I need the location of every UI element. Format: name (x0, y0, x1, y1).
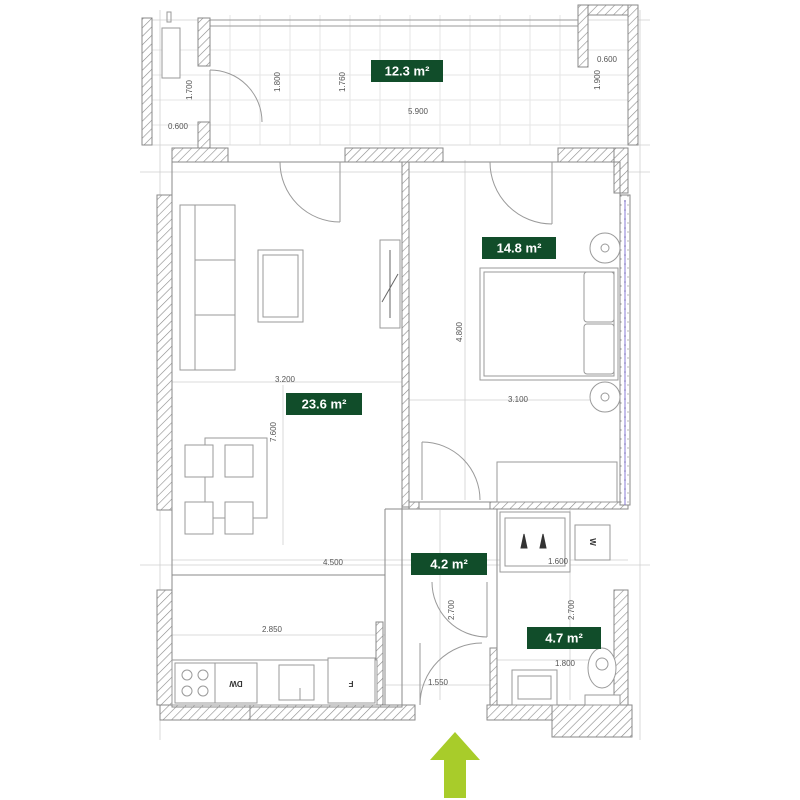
doors (209, 69, 553, 706)
dimension-label: 1.550 (428, 678, 449, 687)
room-outlines (171, 161, 621, 708)
dimension-label: 1.760 (338, 71, 347, 92)
dimension-label: 4.800 (455, 321, 464, 342)
wardrobe (496, 461, 618, 503)
dimension-label: 1.600 (548, 557, 569, 566)
dimension-label: 1.800 (273, 71, 282, 92)
entrance-arrow-icon (430, 732, 480, 798)
cooktop (174, 662, 216, 704)
room-label-bg (482, 237, 556, 259)
kitchen (171, 657, 378, 706)
room-label-bedroom: 14.8 m² (482, 237, 556, 259)
fridge (327, 657, 376, 704)
room-label-bg (411, 553, 487, 575)
washer (574, 524, 611, 561)
dimension-label: 2.700 (447, 599, 456, 620)
dishwasher-label: DW (229, 679, 243, 688)
room-area-text: 12.3 m² (385, 63, 430, 78)
room-area-text: 4.7 m² (545, 630, 583, 645)
room-area-text: 4.2 m² (430, 556, 468, 571)
dimension-labels: 1.700 1.800 1.760 5.900 0.600 1.900 0.600 3.200… (168, 55, 618, 687)
dimension-label: 7.600 (269, 421, 278, 442)
room-label-bg (371, 60, 443, 82)
fridge-label: F (348, 679, 353, 688)
room-area-text: 23.6 m² (302, 396, 347, 411)
room-label-living: 23.6 m² (286, 393, 362, 415)
dimension-label: 2.700 (567, 599, 576, 620)
dimension-label: 0.600 (168, 122, 189, 131)
dimension-label: 5.900 (408, 107, 429, 116)
dimension-label: 1.900 (593, 69, 602, 90)
living-furniture (179, 204, 401, 535)
dimension-label: 3.200 (275, 375, 296, 384)
bathroom-fixtures (511, 647, 621, 706)
terrace-railing (161, 11, 580, 79)
sofa (179, 204, 236, 371)
room-label-bg (286, 393, 362, 415)
dimension-label: 1.800 (555, 659, 576, 668)
room-label-terrace: 12.3 m² (371, 60, 443, 82)
room-area-text: 14.8 m² (497, 240, 542, 255)
dimension-label: 0.600 (597, 55, 618, 64)
dimension-label: 3.100 (508, 395, 529, 404)
washer-label: W (588, 538, 597, 546)
toilet-tank (584, 694, 621, 706)
appliance-labels: DW F W (229, 538, 597, 688)
dimension-label: 1.700 (185, 79, 194, 100)
dimension-label: 2.850 (262, 625, 283, 634)
room-label-hall: 4.2 m² (411, 553, 487, 575)
dimension-label: 4.500 (323, 558, 344, 567)
room-label-bg (527, 627, 601, 649)
room-area-labels: 12.3 m² 14.8 m² 23.6 m² 4.2 m² 4.7 m² (286, 60, 601, 649)
room-label-bathroom: 4.7 m² (527, 627, 601, 649)
walls (141, 4, 639, 738)
kitchen-sink (278, 664, 315, 701)
dishwasher (214, 662, 258, 704)
bedroom-furniture (479, 232, 621, 503)
laundry (499, 511, 611, 573)
